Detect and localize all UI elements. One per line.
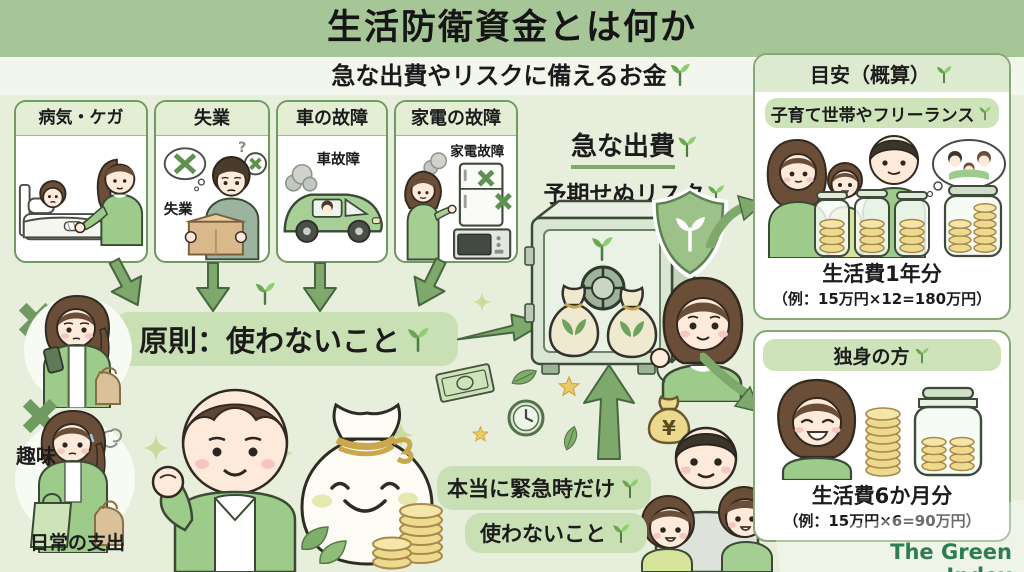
principle-text: 原則：使わないこと	[138, 324, 400, 358]
cause-box-appliance: 家電の故障 家電故障	[394, 100, 518, 263]
woman-by-safe-illustration	[650, 276, 744, 402]
sparkle-icon	[472, 292, 492, 312]
money-bag-icon	[548, 284, 600, 358]
sprout-icon	[610, 522, 632, 544]
sick-child-illustration	[18, 158, 144, 247]
leaf-icon	[556, 424, 586, 454]
daily-spending-label: 日常の支出	[30, 532, 126, 554]
sprout-icon	[913, 346, 931, 364]
cause-label-appliance: 家電の故障	[396, 102, 516, 136]
banknote-icon	[435, 363, 495, 403]
yen-bag-icon: ¥	[647, 395, 691, 445]
savings-jar-icon	[894, 191, 930, 257]
savings-jar-icon	[913, 386, 983, 477]
single-amount: 生活費6か月分	[811, 484, 953, 508]
emergency-text-2: 使わないこと	[480, 522, 606, 546]
single-savings-illustration	[777, 378, 983, 480]
yen-symbol: ¥	[662, 416, 676, 440]
sudden-expense-text: 急な出費	[535, 126, 735, 169]
money-bag-character	[300, 402, 435, 566]
unemployment-illustration: ? 失業	[164, 140, 268, 261]
guide-single-label: 独身の方	[763, 339, 1001, 371]
clock-icon	[507, 399, 545, 437]
guide-family-box: 目安（概算） 子育て世帯やフリーランス	[753, 53, 1011, 320]
sprout-icon	[667, 61, 693, 87]
cause-label-illness: 病気・ケガ	[16, 102, 146, 136]
brand-text: The Green Index	[890, 540, 1012, 572]
page-title: 生活防衛資金とは何か	[326, 8, 697, 48]
daily-spending-illustration	[15, 409, 135, 553]
title-band: 生活防衛資金とは何か	[0, 0, 1024, 57]
cheerful-man-illustration	[142, 388, 414, 572]
single-example: （例：15万円×6=90万円）	[783, 512, 981, 530]
savings-jar-icon	[814, 191, 850, 257]
emergency-pill-1: 本当に緊急時だけ	[437, 466, 651, 510]
question-mark: ?	[238, 140, 246, 156]
arrow-icon	[196, 262, 230, 312]
coin-stack-icon	[372, 503, 443, 570]
sprout-icon	[977, 105, 993, 121]
leaf-icon	[509, 363, 538, 392]
emergency-text-1: 本当に緊急時だけ	[447, 477, 615, 501]
principle-pill: 原則：使わないこと	[113, 312, 458, 366]
subtitle: 急な出費やリスクに備えるお金	[0, 57, 1024, 95]
cause-label-car: 車の故障	[278, 102, 386, 136]
arrow-icon	[583, 364, 635, 460]
family-amount: 生活費1年分	[822, 262, 942, 286]
car-breakdown-illustration: 車故障	[283, 150, 383, 243]
appliance-tag: 家電故障	[450, 143, 505, 160]
cause-label-unemployment: 失業	[156, 102, 268, 136]
car-breakdown-tag: 車故障	[317, 150, 361, 168]
shield-icon	[652, 187, 728, 279]
savings-jar-icon	[854, 189, 890, 257]
arrow-icon	[303, 262, 337, 312]
hobby-label: 趣味	[16, 444, 56, 468]
cause-box-car: 車の故障 車故障	[276, 100, 388, 263]
coin-stack-icon	[865, 407, 901, 477]
sprout-icon	[675, 134, 699, 158]
cause-box-illness: 病気・ケガ	[14, 100, 148, 263]
savings-jar-icon	[943, 185, 1003, 258]
star-icon	[472, 426, 489, 443]
star-icon	[558, 376, 580, 398]
sprout-icon	[934, 64, 954, 84]
emergency-pill-2: 使わないこと	[465, 513, 647, 553]
hobby-spending-illustration	[24, 294, 132, 408]
cause-box-unemployment: 失業 ? 失業	[154, 100, 270, 263]
guide-family-label: 子育て世帯やフリーランス	[765, 98, 999, 128]
guide-title: 目安（概算）	[755, 55, 1009, 92]
family-example: （例：15万円×12=180万円）	[772, 290, 992, 308]
family-savings-illustration	[766, 135, 1006, 258]
sprout-icon	[619, 477, 641, 499]
sprout-icon	[404, 325, 432, 353]
unemployment-tag: 失業	[164, 200, 193, 218]
guide-single-box: 独身の方 生活費6か月分 （例：15万円×6=90万円）	[753, 330, 1011, 542]
money-bag-icon	[606, 286, 658, 359]
sprout-icon	[252, 280, 278, 306]
appliance-breakdown-illustration: 家電故障	[404, 143, 512, 261]
